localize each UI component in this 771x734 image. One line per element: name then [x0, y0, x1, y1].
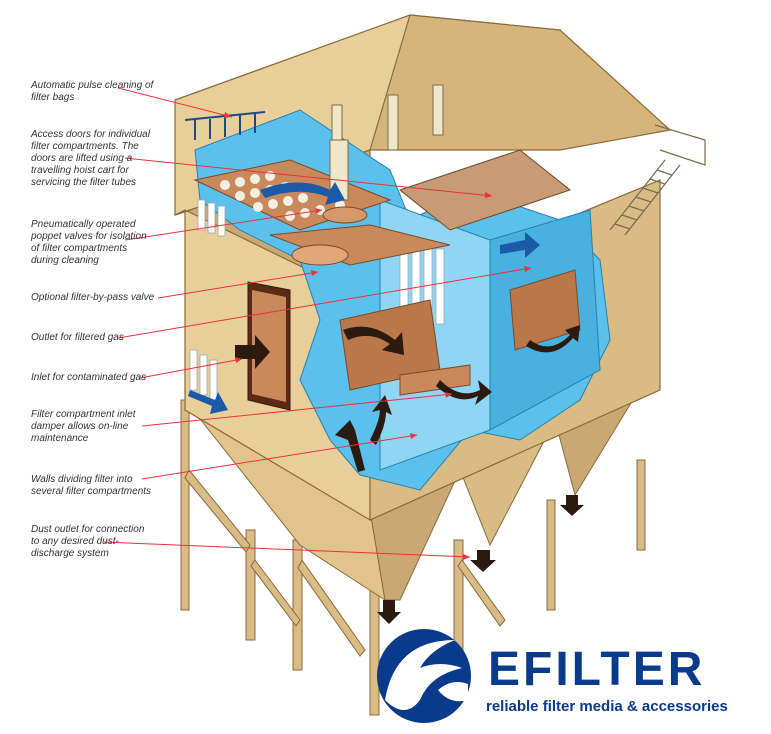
- leader-arrowheads: [224, 112, 531, 560]
- callout-inlet-damper: Filter compartment inlet damper allows o…: [31, 409, 136, 444]
- callout-inlet: Inlet for contaminated gas: [31, 372, 147, 383]
- stairway: [609, 124, 706, 236]
- interior-cutaway: [184, 84, 611, 491]
- callout-dust-outlet: Dust outlet for connection to any desire…: [31, 524, 145, 559]
- leader-lines: [103, 87, 532, 558]
- efilter-swirl-logo-icon: [377, 629, 471, 723]
- brand-tagline: reliable filter media & accessories: [486, 698, 728, 715]
- callout-outlet: Outlet for filtered gas: [31, 332, 124, 343]
- blue-flow-arrows: [188, 182, 540, 414]
- callout-pulse-cleaning: Automatic pulse cleaning of filter bags: [31, 80, 154, 103]
- brand-name: EFILTER: [488, 643, 706, 696]
- callout-access-doors: Access doors for individual filter compa…: [31, 129, 150, 188]
- callout-walls: Walls dividing filter into several filte…: [31, 474, 152, 497]
- callout-poppet-valves: Pneumatically operated poppet valves for…: [31, 219, 147, 266]
- hoppers: [184, 378, 647, 602]
- callout-bypass-valve: Optional filter-by-pass valve: [31, 292, 155, 303]
- support-legs: [180, 399, 646, 716]
